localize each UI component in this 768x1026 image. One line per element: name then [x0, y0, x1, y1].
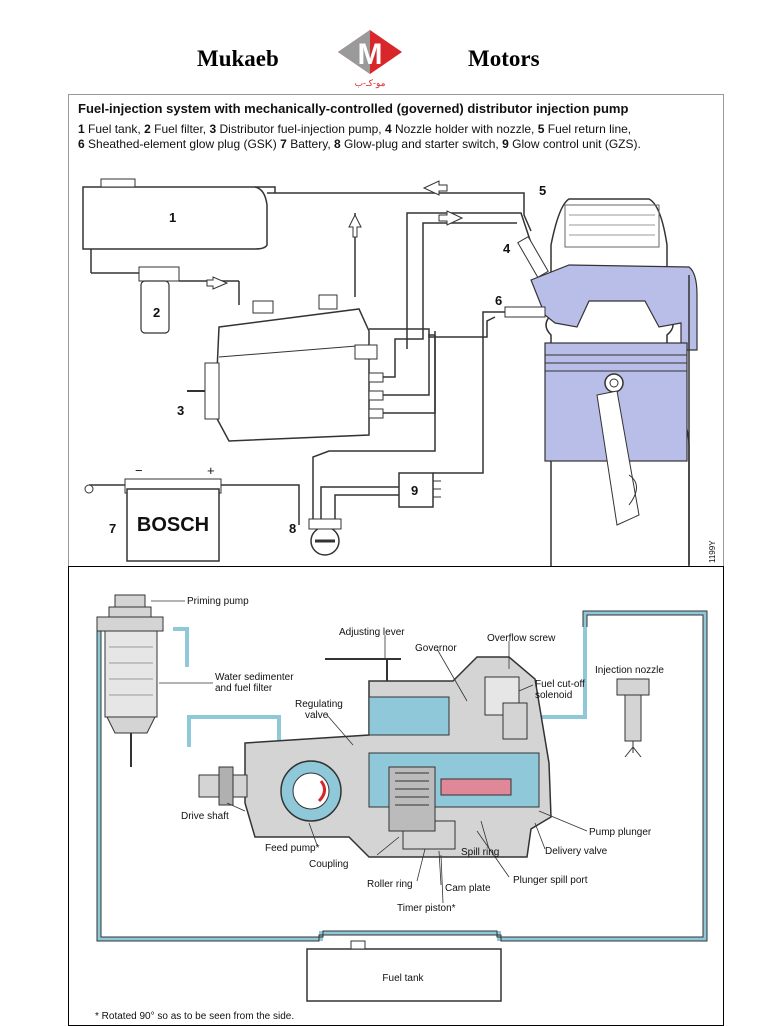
legend-text: Fuel filter, — [154, 122, 207, 136]
legend-text: Nozzle holder with nozzle, — [394, 122, 535, 136]
glow-plug — [489, 306, 546, 318]
label-adjusting-lever: Adjusting lever — [339, 627, 405, 638]
fuel-tank — [306, 940, 502, 1002]
glow-control-unit — [398, 472, 441, 508]
legend-item-8: 8 Glow-plug and starter switch, — [334, 137, 502, 151]
pump-labels: Priming pump Adjusting lever Governor Ov… — [181, 596, 664, 984]
electrical-wiring — [89, 311, 489, 525]
system-diagram-panel: BOSCH − + 1 2 3 4 5 6 7 8 9 1199Y Fuel-i… — [68, 94, 724, 568]
mukaeb-logo: M مو-كـ-ب — [338, 30, 402, 89]
label-coupling: Coupling — [309, 859, 348, 870]
leader-lines — [151, 600, 588, 904]
callout-9: 9 — [411, 483, 418, 498]
system-diagram-title: Fuel-injection system with mechanically-… — [78, 101, 629, 116]
legend-text: Fuel return line, — [547, 122, 632, 136]
label-plunger-spill-port: Plunger spill port — [513, 875, 588, 886]
logo-letter: M — [358, 38, 383, 71]
label-injection-nozzle: Injection nozzle — [595, 665, 664, 676]
legend-text: Glow control unit (GZS). — [512, 137, 641, 151]
label-cam-plate: Cam plate — [445, 883, 491, 894]
legend-number: 2 — [144, 122, 151, 136]
callout-numbers: 1 2 3 4 5 6 7 8 9 — [109, 183, 546, 536]
label-valve: valve — [305, 710, 329, 721]
brand-name-right: Motors — [468, 46, 540, 71]
label-fuel-filter: and fuel filter — [215, 683, 273, 694]
system-diagram-legend: 1 Fuel tank, 2 Fuel filter, 3 Distributo… — [78, 122, 718, 152]
battery-plus: + — [207, 463, 215, 478]
water-sedimenter-fuel-filter — [96, 594, 164, 767]
legend-number: 7 — [280, 137, 287, 151]
legend-item-4: 4 Nozzle holder with nozzle, — [385, 122, 538, 136]
legend-number: 4 — [384, 122, 392, 136]
legend-number: 5 — [537, 122, 545, 136]
legend-item-9: 9 Glow control unit (GZS). — [502, 137, 641, 151]
label-timer-piston: Timer piston* — [397, 903, 456, 914]
label-priming-pump: Priming pump — [187, 596, 249, 607]
label-pump-plunger: Pump plunger — [589, 827, 652, 838]
battery-minus: − — [135, 463, 143, 478]
label-water-sedimenter: Water sedimenter — [215, 672, 294, 683]
label-governor: Governor — [415, 643, 457, 654]
callout-4: 4 — [503, 241, 511, 256]
legend-number: 1 — [78, 122, 85, 136]
legend-text: Sheathed-element glow plug (GSK) — [88, 137, 277, 151]
legend-number: 6 — [78, 137, 85, 151]
nozzle-holder — [517, 235, 549, 279]
system-diagram: BOSCH − + 1 2 3 4 5 6 7 8 9 1199Y — [82, 178, 717, 567]
legend-number: 8 — [334, 137, 341, 151]
fuel-filter — [91, 266, 240, 334]
logo-caption: مو-كـ-ب — [355, 78, 386, 89]
engine-cylinder — [530, 198, 698, 567]
label-regulating: Regulating — [295, 699, 343, 710]
legend-item-5: 5 Fuel return line, — [538, 122, 631, 136]
callout-5: 5 — [539, 183, 546, 198]
callout-2: 2 — [153, 305, 160, 320]
callout-8: 8 — [289, 521, 296, 536]
label-roller-ring: Roller ring — [367, 879, 413, 890]
pump-diagram-panel: Priming pump Adjusting lever Governor Ov… — [68, 566, 724, 1026]
label-feed-pump: Feed pump* — [265, 843, 320, 854]
legend-number: 9 — [502, 137, 509, 151]
pump-diagram-footnote: * Rotated 90° so as to be seen from the … — [95, 1011, 295, 1022]
battery-brand: BOSCH — [137, 514, 209, 536]
label-spill-ring: Spill ring — [461, 847, 499, 858]
legend-item-7: 7 Battery, — [280, 137, 334, 151]
callout-6: 6 — [495, 293, 502, 308]
brand-name-left: Mukaeb — [197, 46, 279, 71]
distributor-injection-pump — [187, 294, 384, 442]
legend-number: 3 — [209, 122, 217, 136]
legend-item-1: 1 Fuel tank, — [78, 122, 144, 136]
legend-item-6: 6 Sheathed-element glow plug (GSK) — [78, 137, 280, 151]
pump-cutaway-diagram: Priming pump Adjusting lever Governor Ov… — [96, 594, 708, 1002]
legend-text: Fuel tank, — [88, 122, 141, 136]
return-arrows — [206, 180, 464, 290]
injection-pump-body — [198, 656, 552, 858]
legend-item-3: 3 Distributor fuel-injection pump, — [209, 122, 384, 136]
glow-plug-starter-switch — [308, 518, 342, 556]
legend-text: Glow-plug and starter switch, — [344, 137, 499, 151]
figure-code: 1199Y — [708, 540, 717, 563]
injection-nozzle — [616, 678, 650, 758]
fuel-tank — [82, 178, 268, 273]
label-fuel-tank: Fuel tank — [382, 973, 424, 984]
label-fuel-cutoff: Fuel cut-off — [535, 679, 585, 690]
label-overflow-screw: Overflow screw — [487, 633, 556, 644]
label-solenoid: solenoid — [535, 690, 572, 701]
label-drive-shaft: Drive shaft — [181, 811, 229, 822]
legend-text: Battery, — [290, 137, 331, 151]
legend-text: Distributor fuel-injection pump, — [219, 122, 382, 136]
battery: BOSCH − + — [84, 463, 222, 562]
callout-3: 3 — [177, 403, 184, 418]
callout-1: 1 — [169, 210, 176, 225]
label-delivery-valve: Delivery valve — [545, 846, 608, 857]
legend-item-2: 2 Fuel filter, — [144, 122, 209, 136]
fuel-circuit-outline — [96, 610, 708, 942]
callout-7: 7 — [109, 521, 116, 536]
